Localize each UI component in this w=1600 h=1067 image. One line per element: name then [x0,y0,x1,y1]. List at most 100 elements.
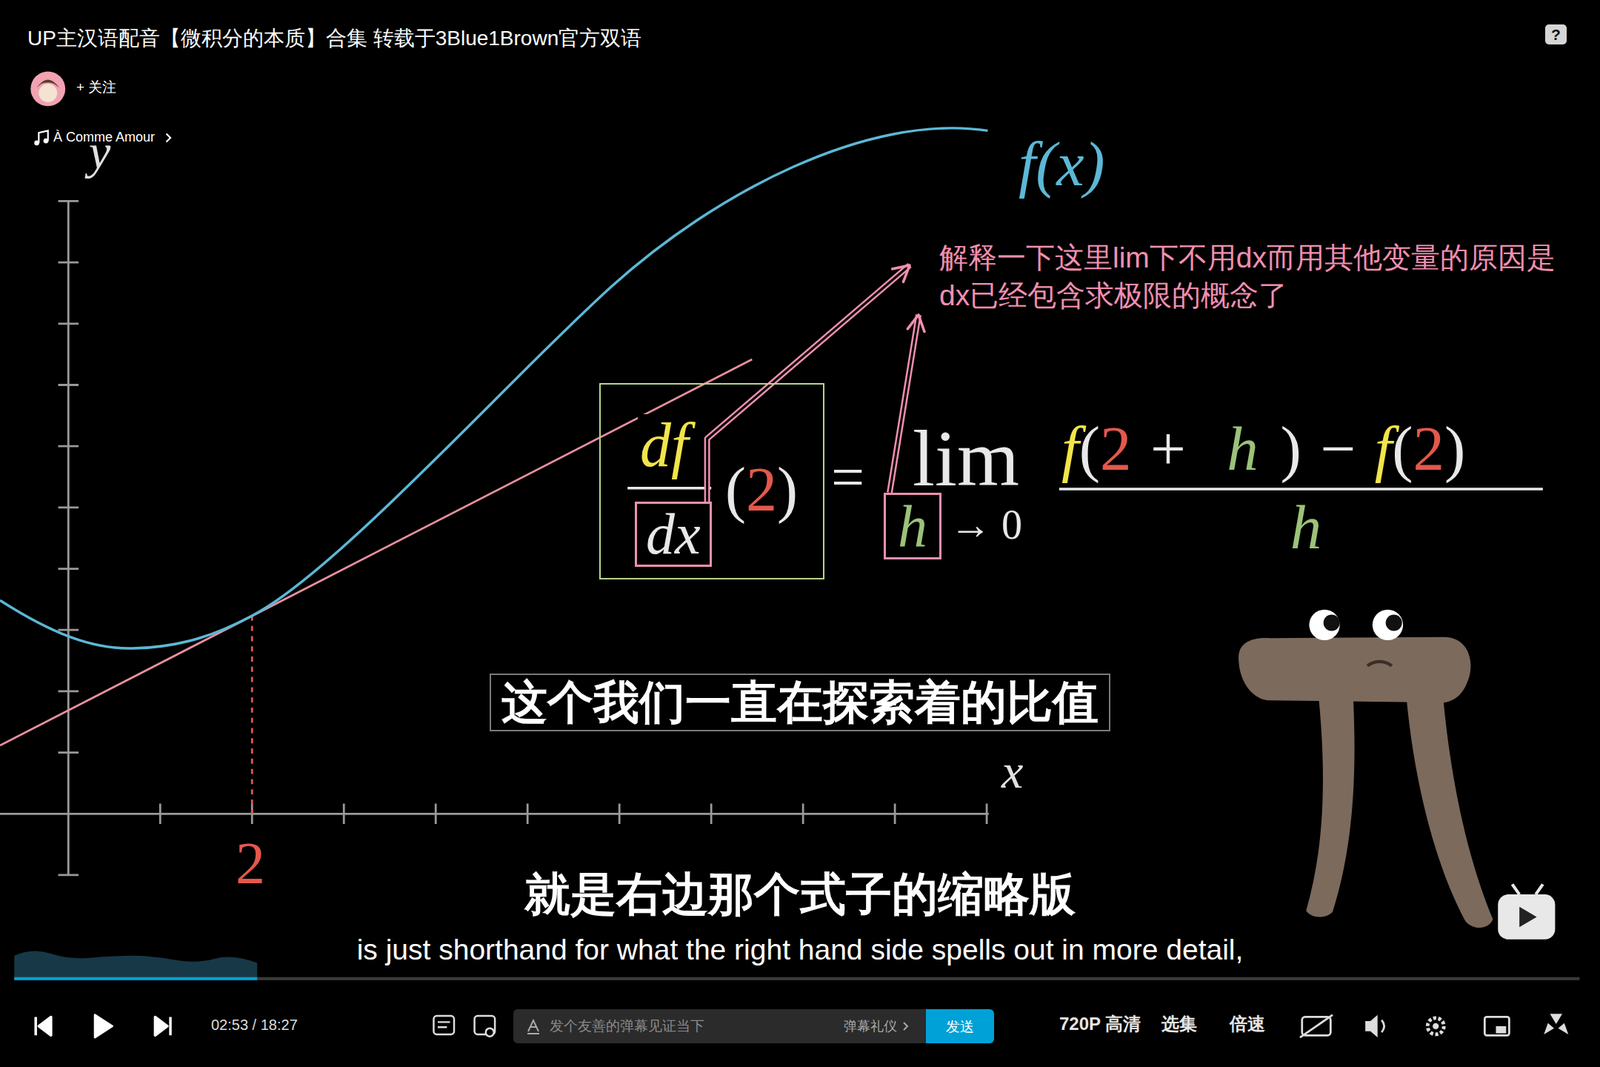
numerator-part: f [1061,417,1080,480]
volume-icon [1381,1020,1384,1033]
episodes-button: 选集 [1161,1014,1198,1033]
difference-quotient-numerator: f(2+h)−f(2) [1061,417,1466,480]
settings-icon [1432,1022,1439,1029]
volume-icon [1365,1014,1378,1038]
music-note-icon [43,138,49,144]
danmaku-heatmap [14,950,258,978]
avatar [30,71,66,106]
dashed-guide [251,615,254,814]
denominator: h [1290,495,1323,559]
progress-track [14,977,1580,980]
danmaku-toggle-icon [437,1021,451,1027]
numerator-part: ) [1444,417,1466,480]
progress-fill [14,977,258,980]
help-icon: ? [1545,24,1567,45]
numerator-part: − [1320,417,1356,480]
limit-variable: h [897,496,928,556]
evaluation-point: (2) [725,458,798,521]
chevron-icon [903,1022,908,1030]
pi-creature-eye [1308,609,1340,640]
highlight-box: dx [634,501,712,567]
quality-button: 720P 高清 [1059,1014,1141,1033]
annotation-text: 解释一下这里lim下不用dx而用其他变量的原因是dx已经包含求极限的概念了 [939,238,1584,315]
speed-button: 倍速 [1229,1014,1266,1033]
numerator-part: 2 [1413,417,1446,480]
bilibili-logo [1519,906,1537,928]
evaluation-point-part: ( [725,458,746,521]
numerator-part: ) [1280,417,1301,480]
danmaku-placeholder: 发个友善的弹幕见证当下 [549,1018,705,1033]
text-style-icon [525,1017,542,1035]
y-axis-ticks [58,200,80,875]
send-button: 发送 [925,1008,995,1043]
danmaku-toggle-icon [433,1015,455,1035]
numerator-part: ( [1391,417,1413,480]
chevron-icon [901,1020,911,1032]
x-axis [0,812,989,815]
settings-icon [1427,1017,1444,1035]
avatar-face [38,83,58,103]
help-mark: ? [1551,26,1561,43]
avatar-hair [37,79,60,88]
axis-value: 2 [235,833,266,893]
subtitle-icon [1300,1014,1333,1038]
function-curve [0,128,988,649]
pi-creature-leg [1305,694,1355,918]
equals-sign: = [831,447,865,507]
danmaku-input: 发个友善的弹幕见证当下 弹幕礼仪 [513,1008,926,1043]
subtitle-text: 就是右边那个式子的缩略版 [524,871,1076,918]
bilibili-logo [1497,894,1555,940]
music-note-icon [38,130,48,143]
follow-button: + 关注 [76,80,117,95]
y-axis [67,200,70,875]
pi-creature-eye [1372,609,1403,640]
annotation-note: 解释一下这里lim下不用dx而用其他变量的原因是dx已经包含求极限的概念了 [909,235,1584,315]
subtitle-box: 这个我们一直在探索着的比值 [489,673,1111,732]
arrow-head [892,265,910,282]
arrow-head [907,314,925,332]
numerator-part: f [1374,417,1393,480]
axis-label: x [1001,746,1023,796]
numerator-part: + [1150,417,1186,480]
fraction-bar [1059,487,1543,490]
derivative-denominator: dx [645,505,701,563]
derivative-numerator: df [637,414,691,477]
bilibili-logo [1512,883,1543,895]
highlight-box: h [883,492,942,560]
previous-icon [35,1016,52,1035]
numerator-part: 2 [1100,417,1132,480]
pi-creature-pupil [1323,614,1340,632]
x-axis-ticks [160,802,987,824]
pi-creature-body [1238,637,1471,703]
send-label: 发送 [945,1019,975,1034]
numerator-part: h [1226,417,1259,480]
limit-operator: lim [912,418,1020,499]
evaluation-point-part: 2 [745,458,778,521]
music-note-icon [34,140,40,146]
evaluation-point-part: ) [777,458,798,521]
numerator-part: ( [1079,417,1100,480]
pi-creature-pupil [1385,614,1403,632]
pi-creature-leg [1405,694,1493,928]
time-display: 02:53 / 18:27 [211,1017,298,1032]
video-title: UP主汉语配音【微积分的本质】合集 转载于3Blue1Brown官方双语 [27,28,642,49]
danmaku-settings-icon [485,1028,495,1037]
next-icon [154,1016,171,1035]
danmaku-etiquette-link: 弹幕礼仪 [843,1019,898,1033]
fullscreen-icon [1543,1013,1569,1035]
axis-label: y [88,127,111,177]
pip-icon [1495,1025,1506,1034]
text-style-icon [527,1020,540,1034]
limit-arrow: → 0 [949,503,1023,546]
chevron-icon [166,134,172,143]
derivative-box: df (2) dx [599,382,825,580]
function-label: f(x) [1018,133,1106,196]
pip-icon [1484,1016,1509,1035]
play-icon [94,1014,112,1038]
subtitle-english: is just shorthand for what the right han… [357,934,1244,964]
pi-creature-mouth [1367,661,1392,666]
subtitle-text: 这个我们一直在探索着的比值 [501,679,1099,726]
